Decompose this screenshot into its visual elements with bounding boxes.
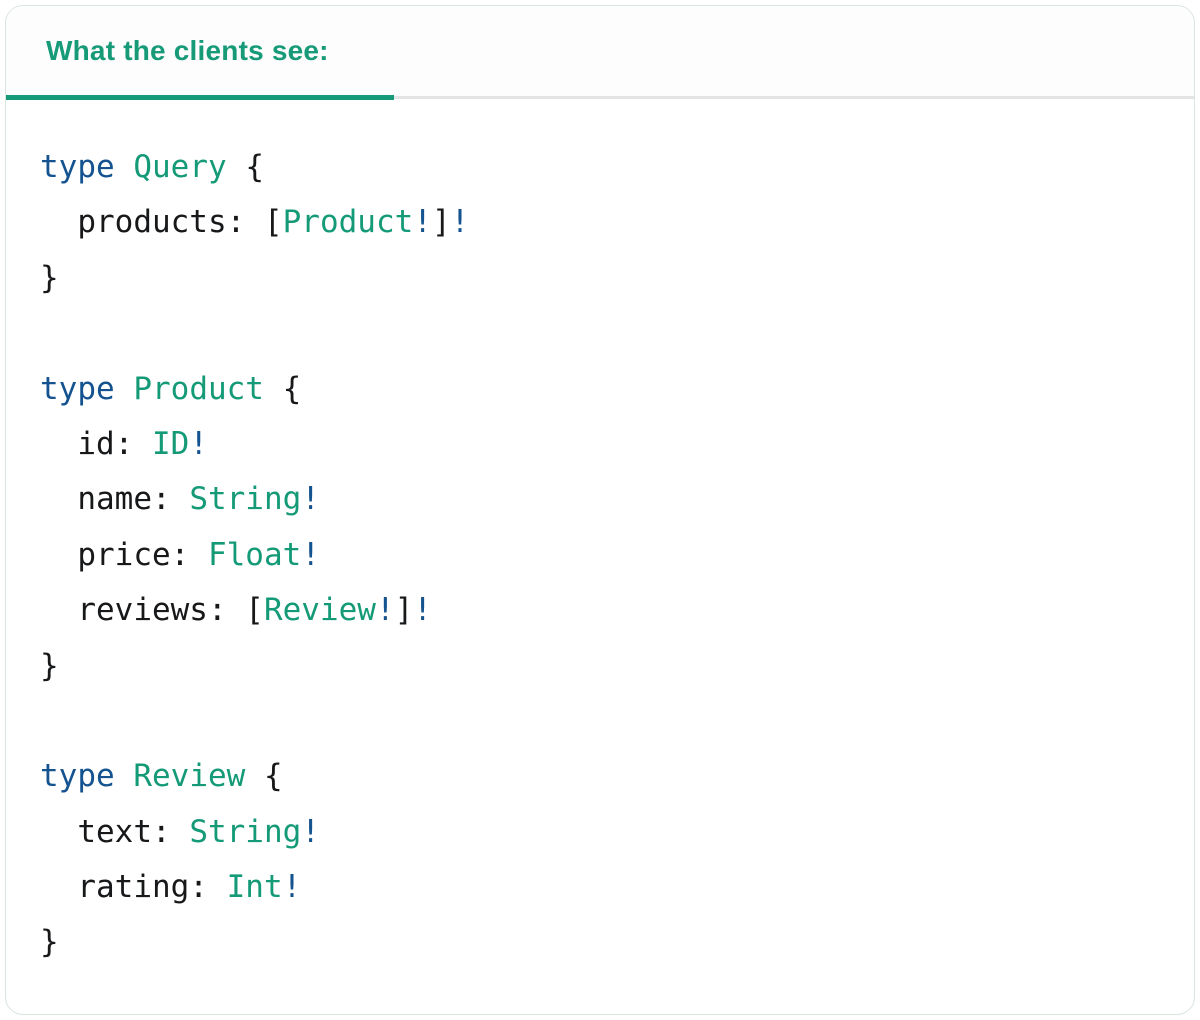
tab-label: What the clients see: [46, 35, 329, 66]
code-line: } [40, 639, 1164, 694]
code-token-pl: text: [40, 813, 190, 850]
tab-what-clients-see[interactable]: What the clients see: [46, 6, 329, 96]
code-token-tn: Review [263, 592, 376, 629]
code-token-pl: { [245, 758, 283, 795]
code-card: What the clients see: type Query { produ… [5, 5, 1195, 1015]
code-token-pl [115, 758, 134, 794]
code-line: rating: Int! [40, 860, 1164, 915]
code-token-bang: ! [450, 204, 470, 241]
code-token-pl: ] [431, 204, 451, 241]
code-token-pl: products: [ [40, 204, 283, 241]
code-token-pl: } [40, 259, 59, 296]
code-line: } [40, 251, 1164, 306]
code-token-pl: id: [40, 425, 152, 462]
code-token-tn: Product [282, 204, 414, 241]
code-token-tn: Review [133, 758, 246, 795]
code-token-tn: ID [151, 425, 190, 462]
code-token-tn: Product [133, 370, 264, 407]
code-token-pl [115, 149, 134, 185]
code-line: reviews: [Review!]! [40, 583, 1164, 638]
code-token-bang: ! [301, 481, 320, 518]
code-token-pl: { [226, 149, 264, 185]
code-token-tn: Float [207, 536, 302, 573]
code-token-pl: rating: [40, 869, 227, 906]
code-line: name: String! [40, 472, 1164, 527]
code-line: } [40, 915, 1164, 970]
code-token-pl: price: [40, 536, 208, 573]
code-token-bang: ! [413, 592, 432, 629]
code-token-bang: ! [282, 869, 302, 906]
code-token-tn: Query [133, 149, 227, 185]
code-token-kw: type [40, 758, 115, 795]
tab-bar: What the clients see: [6, 6, 1194, 100]
code-line: type Review { [40, 749, 1164, 804]
code-line: price: Float! [40, 528, 1164, 583]
code-line: type Product { [40, 362, 1164, 417]
code-token-pl [115, 371, 134, 407]
code-token-bang: ! [301, 813, 320, 850]
code-token-bang: ! [413, 204, 432, 241]
active-tab-underline [6, 95, 394, 100]
code-token-bang: ! [375, 592, 395, 629]
code-token-pl: name: [40, 481, 190, 518]
code-token-bang: ! [189, 425, 208, 462]
code-token-tn: String [189, 481, 302, 518]
code-token-bang: ! [301, 536, 320, 573]
code-line [40, 694, 1164, 749]
code-line: type Query { [40, 140, 1164, 195]
code-token-pl: { [263, 370, 302, 407]
code-token-pl: ] [394, 592, 414, 629]
code-token-tn: String [189, 813, 302, 850]
code-token-pl: } [40, 647, 59, 684]
code-token-kw: type [40, 370, 115, 407]
code-line: products: [Product!]! [40, 195, 1164, 250]
code-line: text: String! [40, 805, 1164, 860]
code-line: id: ID! [40, 417, 1164, 472]
code-line [40, 306, 1164, 361]
code-block: type Query { products: [Product!]!} type… [6, 99, 1194, 1012]
code-token-kw: type [40, 149, 115, 185]
code-token-pl: reviews: [ [40, 592, 264, 629]
code-token-tn: Int [226, 869, 283, 906]
code-token-pl: } [40, 924, 59, 961]
